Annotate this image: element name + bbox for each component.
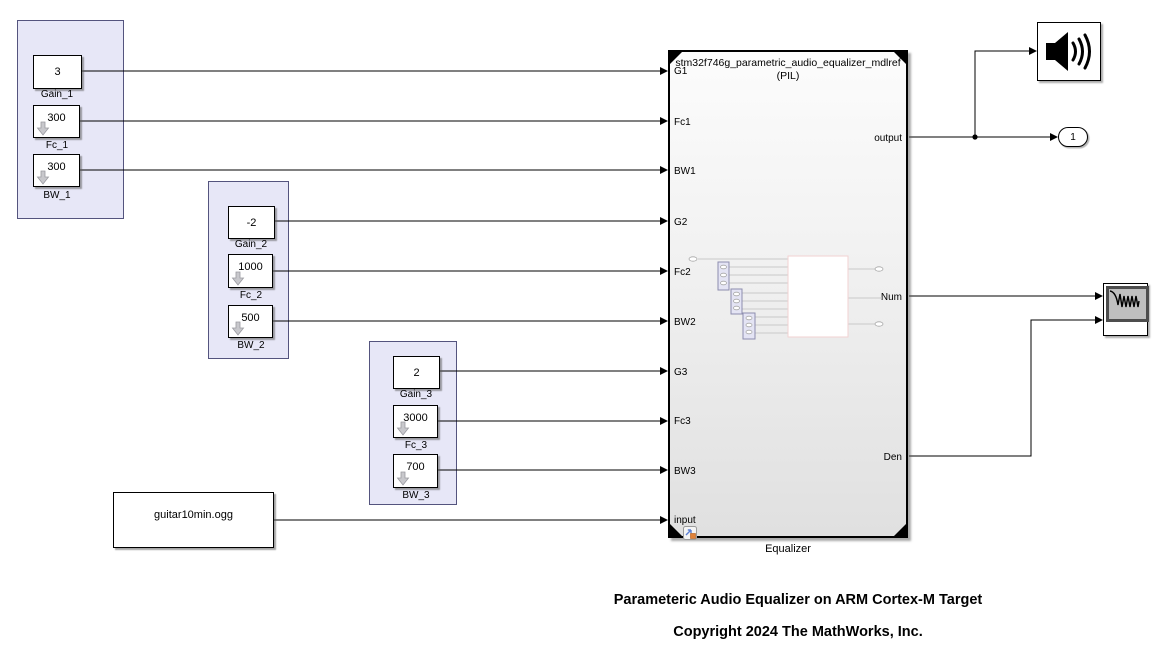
constant-fc1-block[interactable]: 300 xyxy=(33,105,80,138)
wire-den-scope[interactable] xyxy=(909,319,1095,457)
constant-gain2-value: -2 xyxy=(246,216,257,229)
equalizer-block-name: Equalizer xyxy=(765,543,811,555)
tunable-parameter-down-arrow-icon xyxy=(231,271,245,286)
audio-file-source-block[interactable]: guitar10min.ogg xyxy=(113,492,274,548)
inport-label-bw3[interactable]: BW3 xyxy=(674,466,696,477)
constant-bw1-label: BW_1 xyxy=(43,190,71,201)
model-corner-icon xyxy=(670,52,682,64)
inport-label-g3[interactable]: G3 xyxy=(674,367,688,378)
wire-branch-junction[interactable] xyxy=(972,134,978,140)
constant-fc1-value: 300 xyxy=(47,111,66,124)
outport-number: 1 xyxy=(1070,131,1076,143)
outport-block[interactable]: 1 xyxy=(1058,127,1088,147)
preview-mux-blocks xyxy=(717,261,756,340)
constant-fc3-block[interactable]: 3000 xyxy=(393,405,438,438)
tunable-parameter-down-arrow-icon xyxy=(396,421,410,436)
constant-gain1-block[interactable]: 3 xyxy=(33,55,82,89)
filter-visualizer-block[interactable] xyxy=(1103,283,1149,336)
model-corner-icon xyxy=(670,524,682,536)
tunable-parameter-down-arrow-icon xyxy=(396,471,410,486)
constant-fc2-value: 1000 xyxy=(238,261,263,273)
constant-gain1-value: 3 xyxy=(54,66,61,78)
annotation-copyright: Copyright 2024 The MathWorks, Inc. xyxy=(673,624,923,640)
inport-label-fc1[interactable]: Fc1 xyxy=(674,117,691,128)
constant-gain1-label: Gain_1 xyxy=(40,89,74,100)
outport-label-den[interactable]: Den xyxy=(883,452,902,463)
outport-label-output[interactable]: output xyxy=(874,133,902,144)
constant-bw2-label: BW_2 xyxy=(237,340,265,351)
inport-label-input[interactable]: input xyxy=(674,515,696,526)
wire-output-speaker[interactable] xyxy=(974,50,1029,137)
constant-gain3-value: 2 xyxy=(413,366,420,379)
constant-fc3-value: 3000 xyxy=(403,411,428,424)
constant-fc3-label: Fc_3 xyxy=(404,440,428,451)
model-title-line1: stm32f746g_parametric_audio_equalizer_md… xyxy=(675,57,901,69)
preview-filter-block xyxy=(787,255,849,338)
model-instance-badge-icon[interactable] xyxy=(683,526,697,540)
constant-fc2-block[interactable]: 1000 xyxy=(228,254,273,288)
inport-label-fc3[interactable]: Fc3 xyxy=(674,416,691,427)
outport-label-num[interactable]: Num xyxy=(880,292,902,303)
constant-bw1-value: 300 xyxy=(47,160,66,173)
model-corner-icon xyxy=(894,524,906,536)
audio-device-writer-block[interactable] xyxy=(1037,22,1101,81)
model-corner-icon xyxy=(894,52,906,64)
model-contents-preview xyxy=(688,255,884,340)
tunable-parameter-down-arrow-icon xyxy=(36,121,50,136)
constant-gain2-label: Gain_2 xyxy=(234,239,268,250)
audio-file-source-label: guitar10min.ogg xyxy=(154,509,233,521)
constant-fc2-label: Fc_2 xyxy=(239,290,263,301)
inport-label-g1[interactable]: G1 xyxy=(674,66,688,77)
speaker-icon xyxy=(1046,31,1091,71)
constant-bw3-label: BW_3 xyxy=(402,490,430,501)
model-title: stm32f746g_parametric_audio_equalizer_md… xyxy=(670,57,906,83)
annotation-title: Parameteric Audio Equalizer on ARM Corte… xyxy=(613,592,983,608)
constant-bw1-block[interactable]: 300 xyxy=(33,154,80,187)
filter-visualizer-icon xyxy=(1106,286,1149,322)
inport-label-g2[interactable]: G2 xyxy=(674,217,688,228)
equalizer-model-block[interactable]: stm32f746g_parametric_audio_equalizer_md… xyxy=(668,50,908,540)
constant-gain3-block[interactable]: 2 xyxy=(393,356,440,389)
constant-gain3-label: Gain_3 xyxy=(399,389,433,400)
constant-bw3-value: 700 xyxy=(406,461,425,473)
inport-label-bw2[interactable]: BW2 xyxy=(674,317,696,328)
tunable-parameter-down-arrow-icon xyxy=(36,170,50,185)
model-title-line2: (PIL) xyxy=(776,70,800,82)
constant-bw2-value: 500 xyxy=(241,311,260,324)
preview-port-ovals xyxy=(688,256,884,335)
tunable-parameter-down-arrow-icon xyxy=(231,321,245,336)
constant-gain2-block[interactable]: -2 xyxy=(228,206,275,239)
inport-label-bw1[interactable]: BW1 xyxy=(674,166,696,177)
constant-fc1-label: Fc_1 xyxy=(45,140,69,151)
inport-label-fc2[interactable]: Fc2 xyxy=(674,267,691,278)
constant-bw2-block[interactable]: 500 xyxy=(228,305,273,338)
constant-bw3-block[interactable]: 700 xyxy=(393,454,438,488)
